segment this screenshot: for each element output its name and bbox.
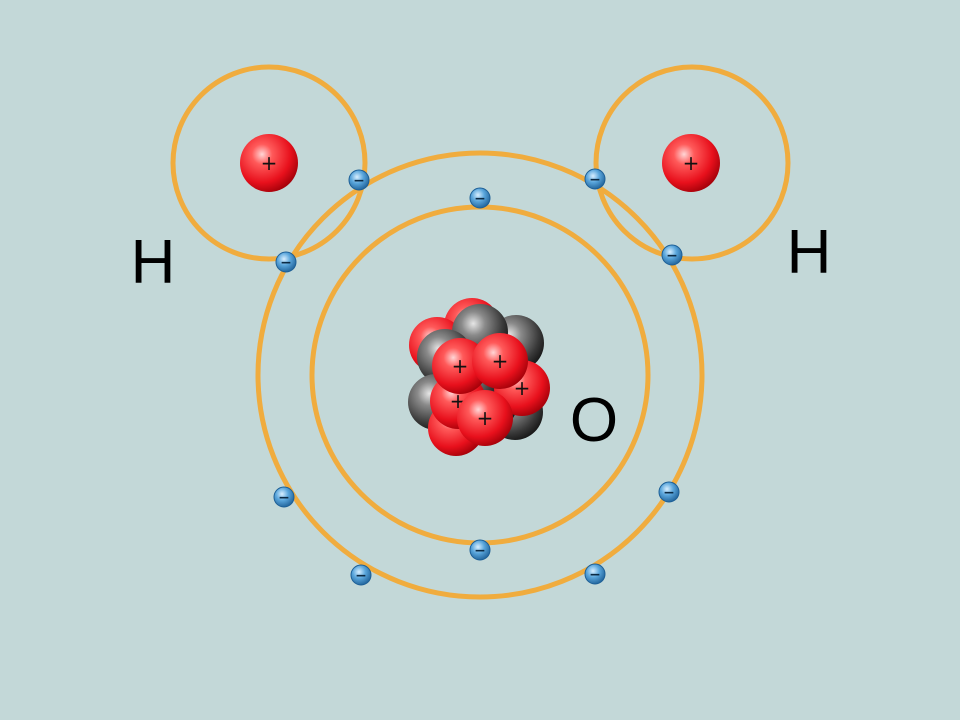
electron: − (469, 187, 491, 209)
electron: − (469, 539, 491, 561)
electron-sign: − (353, 173, 365, 189)
electron-sign: − (589, 172, 601, 188)
proton-sign: + (261, 151, 278, 175)
electron: − (348, 169, 370, 191)
electron: − (658, 481, 680, 503)
proton-sign: + (683, 151, 700, 175)
electron-sign: − (280, 255, 292, 271)
hydrogen-right-proton: + (662, 134, 720, 192)
electron-sign: − (278, 490, 290, 506)
electron-sign: − (589, 567, 601, 583)
nucleus-proton (472, 333, 528, 389)
electron: − (350, 564, 372, 586)
nucleus-proton (457, 390, 513, 446)
electron-sign: − (663, 485, 675, 501)
hydrogen-left-label: H (131, 228, 176, 297)
electrons: − − − − − − − − − − (273, 168, 683, 586)
oxygen-nucleus: + + + + + (408, 298, 550, 456)
electron: − (661, 244, 683, 266)
proton-sign: + (477, 406, 494, 430)
hydrogen-left-orbit (170, 64, 368, 262)
electron-sign: − (355, 568, 367, 584)
electron: − (584, 168, 606, 190)
hydrogen-right-orbit (593, 64, 791, 262)
hydrogen-right-label: H (787, 218, 832, 287)
oxygen-label: O (570, 386, 618, 455)
electron-sign: − (474, 191, 486, 207)
oxygen-outer-orbit (255, 150, 705, 600)
electron: − (275, 251, 297, 273)
electron-sign: − (474, 543, 486, 559)
proton-sign: + (452, 354, 469, 378)
electron-sign: − (666, 248, 678, 264)
electron: − (584, 563, 606, 585)
hydrogen-left-proton: + (240, 134, 298, 192)
electron: − (273, 486, 295, 508)
proton-sign: + (492, 349, 509, 373)
hydrogen-nuclei: + + (240, 134, 720, 192)
